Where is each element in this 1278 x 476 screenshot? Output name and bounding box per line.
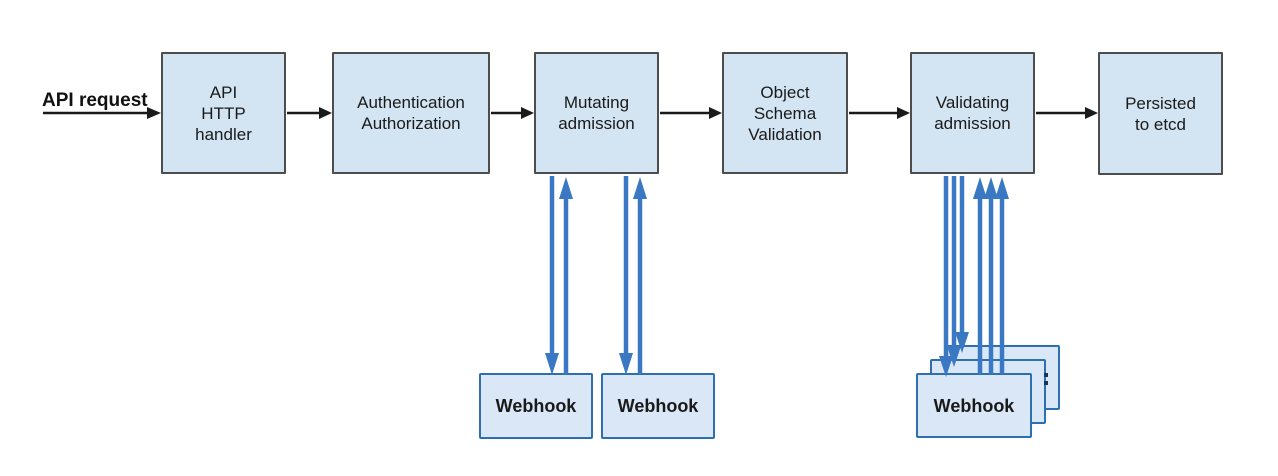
validating-webhook-call-arrow-2 (947, 176, 961, 367)
node-mutating-admission: Mutating admission (534, 52, 659, 174)
flow-arrow-validating-to-etcd (1036, 107, 1098, 119)
flow-arrow-schema-to-validating (849, 107, 910, 119)
mutating-webhook-1-response-arrow (559, 177, 573, 374)
mutating-webhook-2: Webhook (601, 373, 715, 439)
api-request-label: API request (42, 90, 148, 111)
flow-arrow-auth-to-mutating (491, 107, 534, 119)
validating-webhook-stack-front: Webhook (916, 373, 1032, 438)
node-validating-admission: Validating admission (910, 52, 1035, 174)
node-object-schema-validation: Object Schema Validation (722, 52, 848, 174)
mutating-webhook-1: Webhook (479, 373, 593, 439)
validating-webhook-call-arrow-3 (955, 176, 969, 353)
flow-arrow-handler-to-auth (287, 107, 332, 119)
mutating-webhook-2-response-arrow (633, 177, 647, 374)
flow-arrow-mutating-to-schema (660, 107, 722, 119)
node-persisted-to-etcd: Persisted to etcd (1098, 52, 1223, 175)
node-authentication-authorization: Authentication Authorization (332, 52, 490, 174)
node-api-http-handler: API HTTP handler (161, 52, 286, 174)
mutating-webhook-1-call-arrow (545, 176, 559, 375)
mutating-webhook-2-call-arrow (619, 176, 633, 375)
